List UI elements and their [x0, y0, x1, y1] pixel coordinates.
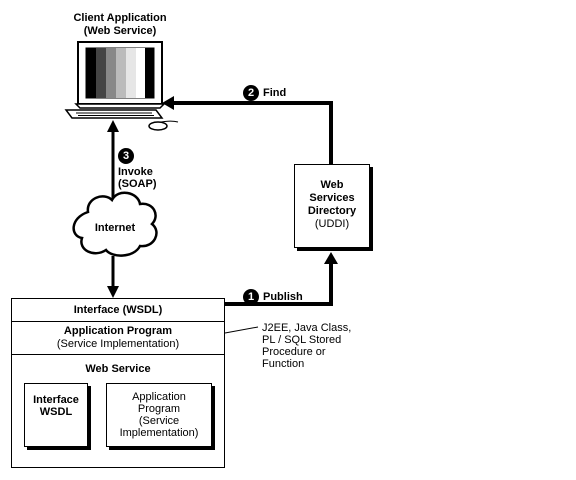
application-program-line2: (Service Implementation): [56, 338, 180, 350]
computer-icon: [64, 41, 179, 131]
interface-wsdl-row: Interface (WSDL): [12, 299, 224, 322]
inner-app-line2: Program: [137, 403, 181, 415]
directory-line2: Services: [309, 192, 355, 204]
implementation-connector: [224, 326, 259, 334]
directory-line3: Directory: [307, 205, 357, 217]
directory-line1: Web: [320, 179, 344, 191]
implementation-note-line3: Procedure or: [262, 346, 326, 358]
internet-label: Internet: [94, 222, 136, 234]
application-program-line1: Application Program: [63, 325, 173, 337]
client-app-title: Client Application: [73, 12, 167, 24]
inner-app-line3: (Service: [138, 415, 180, 427]
inner-app-line4: Implementation): [119, 427, 199, 439]
inner-interface-line1: Interface: [33, 394, 79, 406]
step-find-label: Find: [263, 87, 287, 99]
inner-application-box: Application Program (Service Implementat…: [106, 383, 212, 447]
implementation-note-line1: J2EE, Java Class,: [262, 322, 352, 334]
publish-arrow: [225, 252, 338, 306]
inner-interface-line2: WSDL: [39, 406, 73, 418]
invoke-arrow: [107, 120, 119, 298]
step-invoke-label: Invoke: [118, 166, 153, 178]
inner-app-line1: Application: [132, 391, 186, 403]
internet-cloud-icon: [72, 191, 158, 257]
step-invoke-badge: 3: [118, 148, 134, 164]
step-publish-badge: 1: [243, 289, 259, 305]
step-invoke-sublabel: (SOAP): [118, 178, 157, 190]
step-find-badge: 2: [243, 85, 259, 101]
inner-interface-box: Interface WSDL: [24, 383, 88, 447]
directory-line4: (UDDI): [314, 218, 350, 230]
web-services-directory: Web Services Directory (UDDI): [294, 164, 370, 248]
client-app-subtitle: (Web Service): [83, 25, 157, 37]
find-arrow: [162, 96, 333, 164]
interface-wsdl-label: Interface (WSDL): [73, 304, 163, 316]
service-stack: Interface (WSDL) Application Program (Se…: [11, 298, 225, 468]
application-program-row: Application Program (Service Implementat…: [12, 322, 224, 355]
step-publish-label: Publish: [263, 291, 303, 303]
web-service-title: Web Service: [85, 363, 151, 375]
implementation-note-line4: Function: [262, 358, 305, 370]
implementation-note-line2: PL / SQL Stored: [262, 334, 342, 346]
